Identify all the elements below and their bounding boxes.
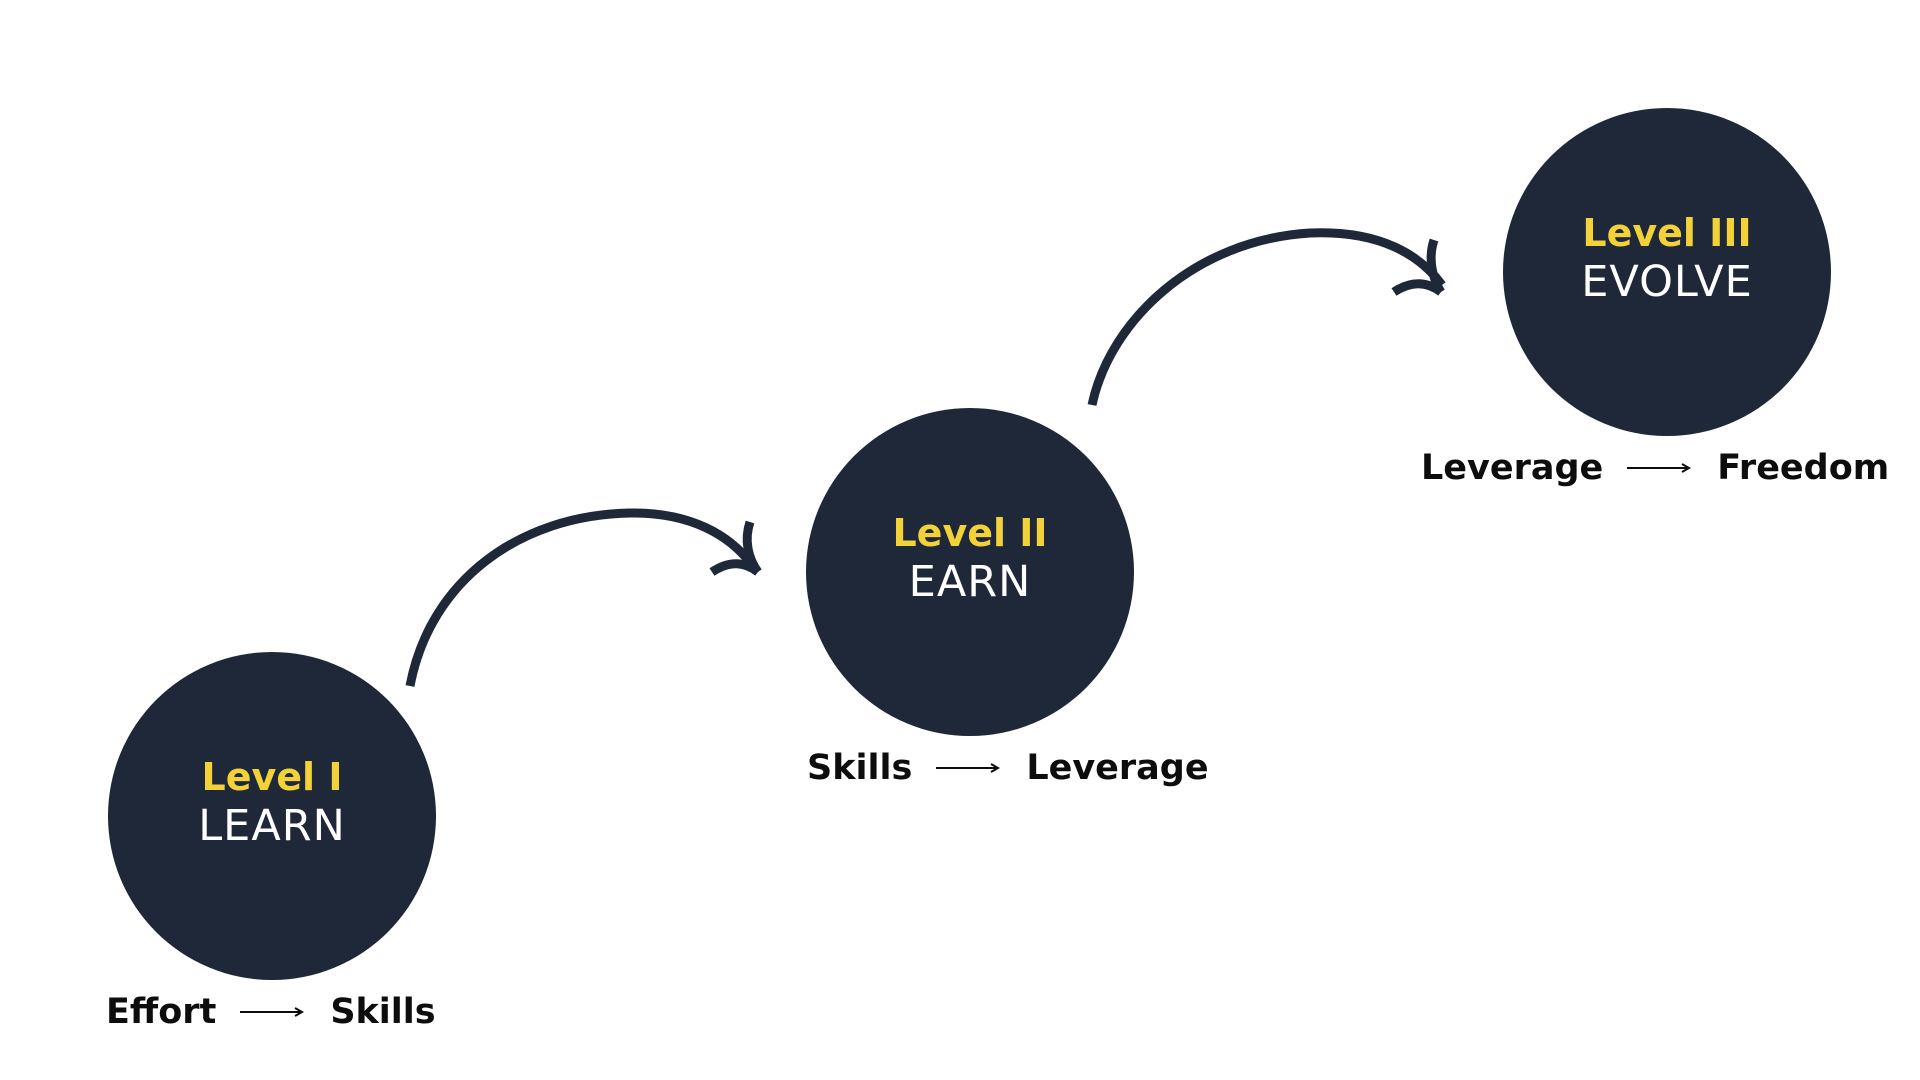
level-1-from: Effort (106, 992, 217, 1032)
arc-arrow-2-to-3 (1087, 228, 1446, 406)
level-3-flow: Leverage Freedom (1421, 448, 1889, 488)
right-arrow-icon (936, 763, 1001, 773)
right-arrow-icon (1627, 463, 1692, 473)
level-2-flow: Skills Leverage (807, 748, 1209, 788)
level-1-flow: Effort Skills (106, 992, 436, 1032)
level-2-label: Level II (892, 511, 1048, 555)
level-1-circle: Level I LEARN (108, 652, 436, 980)
level-3-name: EVOLVE (1581, 257, 1753, 307)
right-arrow-icon (240, 1007, 305, 1017)
level-1-to: Skills (330, 992, 436, 1032)
level-2-to: Leverage (1026, 748, 1209, 788)
arrowhead-1-to-2 (709, 520, 762, 576)
level-1-label: Level I (201, 755, 343, 799)
level-3-from: Leverage (1421, 448, 1604, 488)
level-3-circle: Level III EVOLVE (1503, 108, 1831, 436)
level-3-label: Level III (1582, 211, 1752, 255)
level-3-to: Freedom (1717, 448, 1890, 488)
arc-arrow-1-to-2 (405, 508, 756, 687)
level-2-from: Skills (807, 748, 913, 788)
level-2-name: EARN (908, 557, 1032, 607)
arrowhead-2-to-3 (1391, 238, 1445, 296)
level-2-circle: Level II EARN (806, 408, 1134, 736)
level-1-name: LEARN (198, 801, 346, 851)
